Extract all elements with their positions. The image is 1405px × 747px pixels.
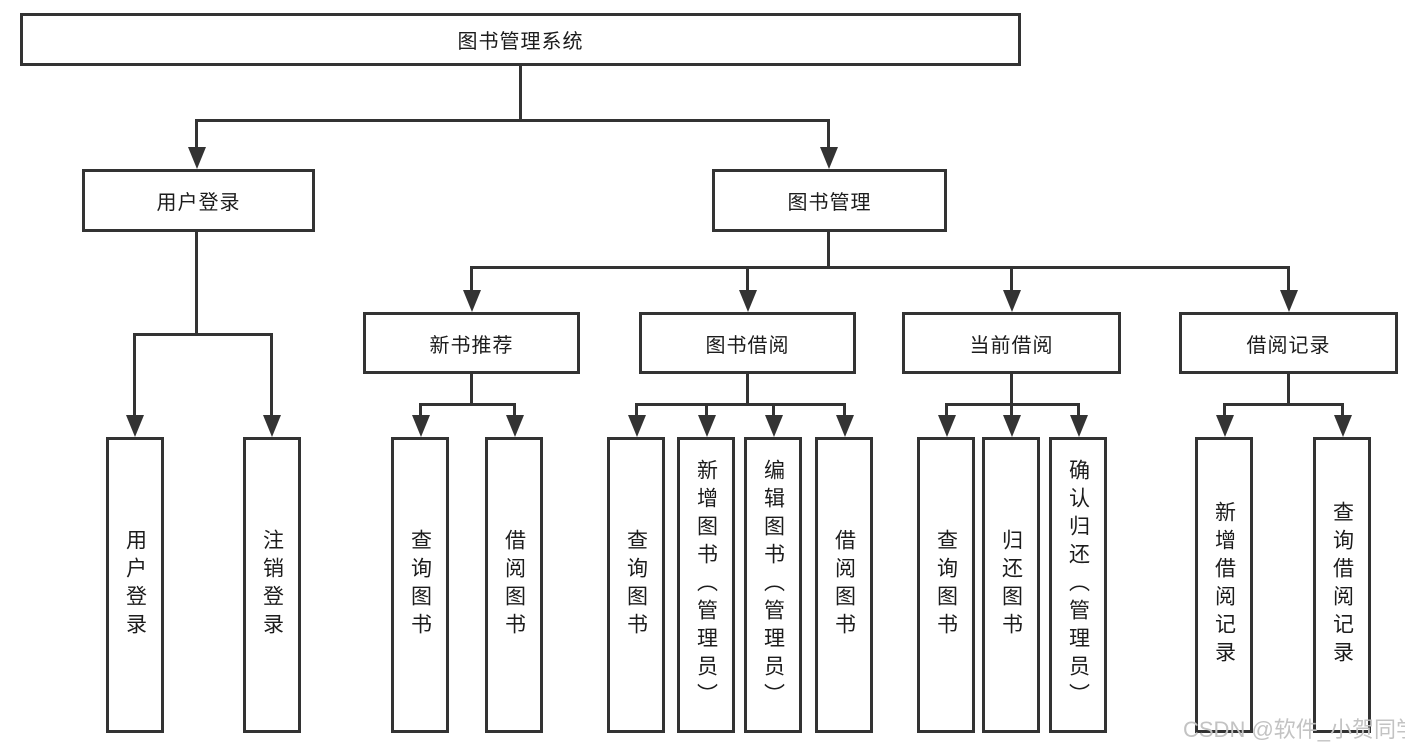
leaf-borrow-edit-books-admin: 编辑图书（管理员） — [744, 437, 802, 733]
arrowhead-down-icon — [126, 415, 144, 437]
arrowhead-down-icon — [506, 415, 524, 437]
leaf-return-books-label: 归还图书 — [999, 529, 1023, 641]
connector-line — [1287, 266, 1290, 292]
connector-line — [1010, 374, 1013, 406]
leaf-borrow-edit-books-admin-label: 编辑图书（管理员） — [761, 459, 785, 711]
arrowhead-down-icon — [1216, 415, 1234, 437]
connector-line — [470, 374, 473, 406]
connector-line — [470, 266, 1289, 269]
leaf-borrow-add-books-admin: 新增图书（管理员） — [677, 437, 735, 733]
arrowhead-down-icon — [836, 415, 854, 437]
connector-line — [827, 232, 830, 269]
connector-line — [1223, 403, 1343, 406]
node-borrow-records-label: 借阅记录 — [1246, 334, 1331, 357]
arrowhead-down-icon — [263, 415, 281, 437]
leaf-borrow-borrow-books-label: 借阅图书 — [832, 529, 856, 641]
node-book-borrow: 图书借阅 — [639, 312, 856, 374]
arrowhead-down-icon — [1003, 415, 1021, 437]
connector-line — [195, 119, 198, 151]
connector-line — [635, 403, 845, 406]
leaf-borrow-query-books-label: 查询图书 — [624, 529, 648, 641]
arrowhead-down-icon — [1334, 415, 1352, 437]
leaf-borrow-query-books: 查询图书 — [607, 437, 665, 733]
node-new-book-recommend: 新书推荐 — [363, 312, 580, 374]
connector-line — [419, 403, 516, 406]
node-book-management: 图书管理 — [712, 169, 947, 232]
leaf-query-borrow-record: 查询借阅记录 — [1313, 437, 1371, 733]
leaf-logout-label: 注销登录 — [260, 529, 284, 641]
leaf-newbook-query-books: 查询图书 — [391, 437, 449, 733]
node-user-login-label: 用户登录 — [156, 192, 241, 214]
arrowhead-down-icon — [739, 290, 757, 312]
arrowhead-down-icon — [628, 415, 646, 437]
leaf-newbook-borrow-books-label: 借阅图书 — [502, 529, 526, 641]
csdn-watermark: CSDN @软件_小贺同学 — [1183, 717, 1405, 742]
connector-line — [746, 374, 749, 406]
arrowhead-down-icon — [820, 147, 838, 169]
node-new-book-recommend-label: 新书推荐 — [429, 334, 514, 357]
leaf-add-borrow-record-label: 新增借阅记录 — [1212, 501, 1236, 669]
connector-line — [1010, 266, 1013, 292]
leaf-newbook-borrow-books: 借阅图书 — [485, 437, 543, 733]
connector-line — [827, 119, 830, 151]
node-root-label: 图书管理系统 — [457, 31, 584, 53]
leaf-confirm-return-admin: 确认归还（管理员） — [1049, 437, 1107, 733]
node-book-borrow-label: 图书借阅 — [705, 334, 790, 357]
node-current-borrow: 当前借阅 — [902, 312, 1121, 374]
arrowhead-down-icon — [188, 147, 206, 169]
connector-line — [470, 266, 473, 292]
arrowhead-down-icon — [1070, 415, 1088, 437]
arrowhead-down-icon — [412, 415, 430, 437]
leaf-add-borrow-record: 新增借阅记录 — [1195, 437, 1253, 733]
connector-line — [133, 333, 273, 336]
connector-line — [270, 333, 273, 425]
leaf-current-query-books-label: 查询图书 — [934, 529, 958, 641]
leaf-return-books: 归还图书 — [982, 437, 1040, 733]
node-borrow-records: 借阅记录 — [1179, 312, 1398, 374]
leaf-borrow-add-books-admin-label: 新增图书（管理员） — [694, 459, 718, 711]
arrowhead-down-icon — [938, 415, 956, 437]
leaf-confirm-return-admin-label: 确认归还（管理员） — [1066, 459, 1090, 711]
leaf-user-login: 用户登录 — [106, 437, 164, 733]
connector-line — [1287, 374, 1290, 406]
leaf-query-borrow-record-label: 查询借阅记录 — [1330, 501, 1354, 669]
connector-line — [195, 232, 198, 336]
node-root-library-system: 图书管理系统 — [20, 13, 1021, 66]
connector-line — [133, 333, 136, 425]
connector-line — [519, 66, 522, 121]
leaf-newbook-query-books-label: 查询图书 — [408, 529, 432, 641]
node-user-login: 用户登录 — [82, 169, 315, 232]
connector-line — [195, 119, 829, 122]
leaf-borrow-borrow-books: 借阅图书 — [815, 437, 873, 733]
arrowhead-down-icon — [1003, 290, 1021, 312]
leaf-current-query-books: 查询图书 — [917, 437, 975, 733]
leaf-user-login-label: 用户登录 — [123, 529, 147, 641]
connector-line — [746, 266, 749, 292]
node-book-management-label: 图书管理 — [787, 192, 872, 214]
arrowhead-down-icon — [765, 415, 783, 437]
arrowhead-down-icon — [1280, 290, 1298, 312]
node-current-borrow-label: 当前借阅 — [969, 334, 1054, 357]
arrowhead-down-icon — [698, 415, 716, 437]
arrowhead-down-icon — [463, 290, 481, 312]
leaf-logout: 注销登录 — [243, 437, 301, 733]
